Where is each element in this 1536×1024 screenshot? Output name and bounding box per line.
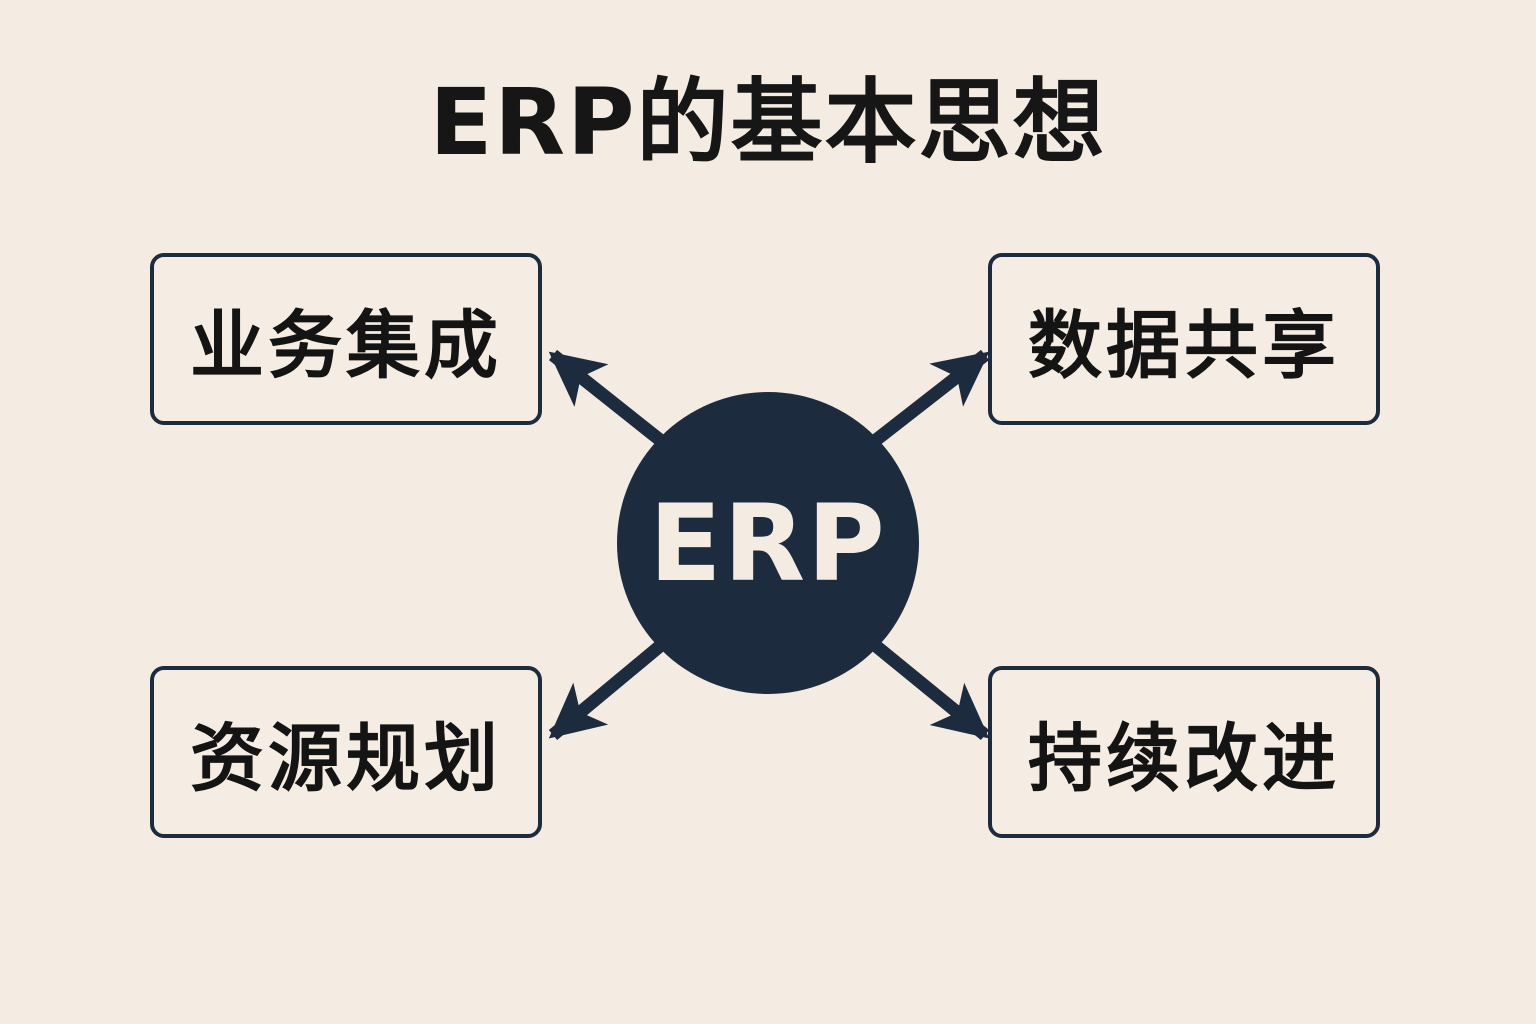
arrow-to-top-right [872,349,990,446]
diagram-title: ERP的基本思想 [429,69,1107,176]
node-label: 数据共享 [1028,302,1340,389]
node-continuous-improvement: 持续改进 [988,666,1380,838]
node-business-integration: 业务集成 [150,253,542,425]
node-label: 持续改进 [1028,715,1340,802]
arrow-to-bottom-left [548,641,665,740]
hub-label: ERP [649,481,887,605]
node-data-sharing: 数据共享 [988,253,1380,425]
arrow-to-bottom-right [871,640,990,741]
node-label: 资源规划 [190,715,502,802]
node-label: 业务集成 [190,302,502,389]
arrow-to-top-left [548,349,665,446]
erp-hub-circle: ERP [617,392,919,694]
node-resource-planning: 资源规划 [150,666,542,838]
